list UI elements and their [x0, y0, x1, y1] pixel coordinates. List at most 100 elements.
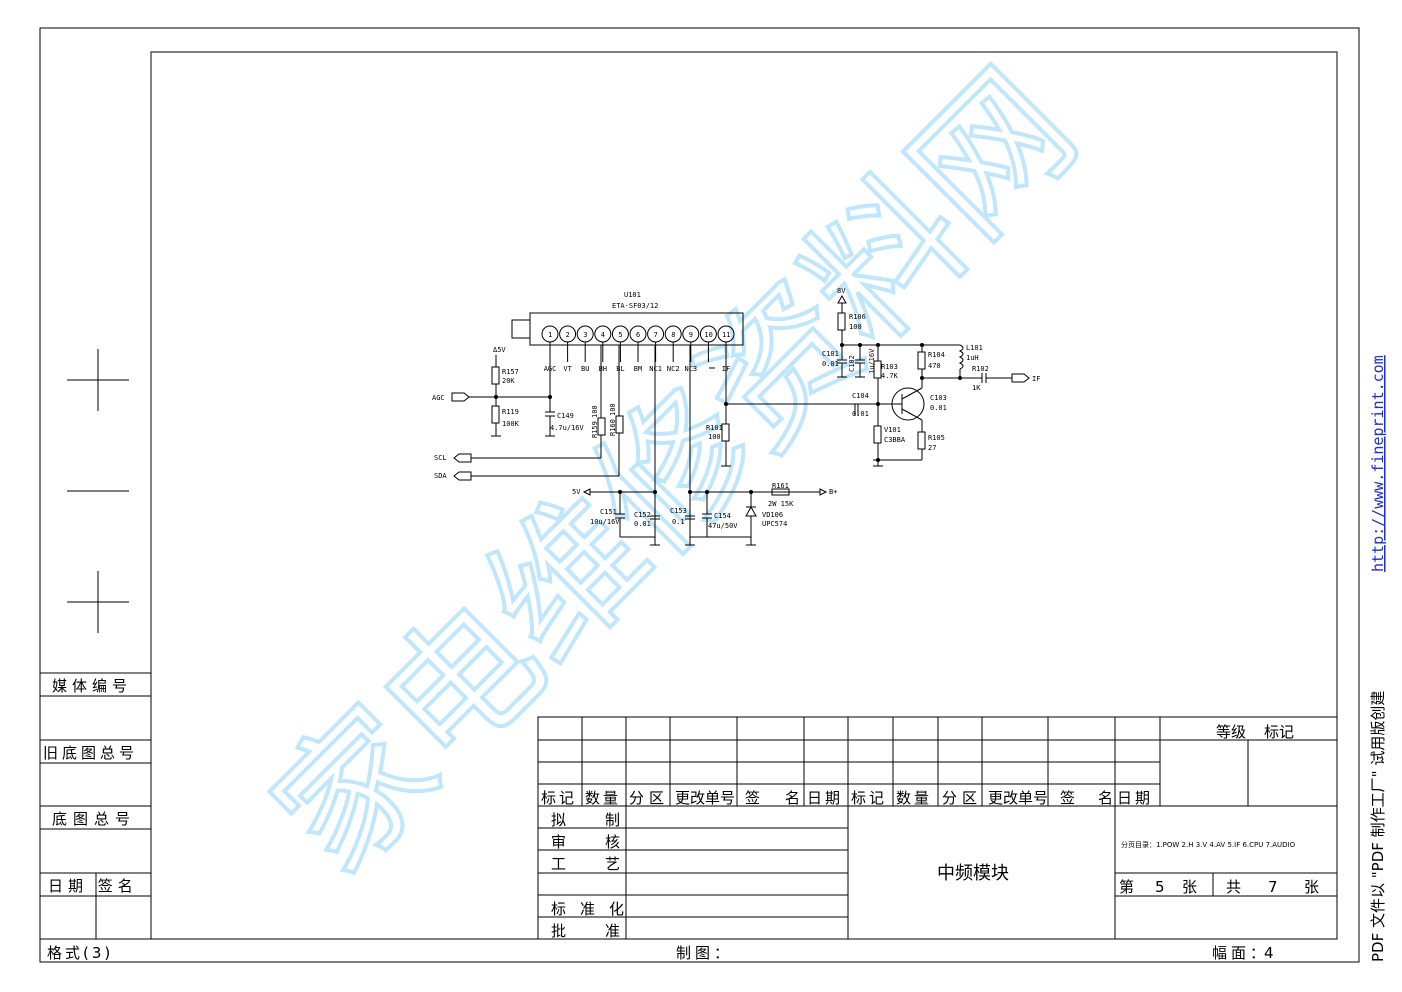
r119-ref: R119 [502, 408, 519, 416]
role-draft-1: 拟 [551, 811, 566, 829]
rev-hdr-14: 日期 [1117, 789, 1153, 807]
u101-pin-name: BL [616, 365, 624, 373]
u101-pin-number: 9 [689, 331, 693, 339]
old-base-no-label: 旧底图总号 [43, 744, 138, 762]
rev-hdr-10: 分区 [942, 789, 982, 807]
u101-pin-name: NC3 [685, 365, 698, 373]
total-unit: 张 [1304, 878, 1319, 896]
title-block [537, 716, 1338, 940]
c149-ref: C149 [557, 412, 574, 420]
v101-ref: C103 [930, 394, 947, 402]
agc-port-label: AGC [432, 394, 445, 402]
c102-val: 1u/16V [868, 348, 876, 374]
u101-pin-name: BU [581, 365, 589, 373]
r161-val: 2W 15K [768, 500, 794, 508]
c152-ref: C152 [634, 511, 651, 519]
base-no-label: 底图总号 [52, 810, 136, 828]
rev-hdr-2: 数量 [585, 789, 621, 807]
r160-val: 100 [609, 403, 617, 416]
r103-ref: R103 [881, 363, 898, 371]
c151-val: 10u/16V [590, 518, 620, 526]
c103-ref: C104 [852, 392, 869, 400]
fineprint-link[interactable]: http://www.fineprint.com [1369, 355, 1387, 572]
rev-hdr-1: 标记 [541, 789, 577, 807]
v8-label: 8V [837, 287, 846, 295]
role-std-2: 准 [580, 900, 595, 918]
r157-val: 20K [502, 377, 515, 385]
u101-pin-number: 7 [654, 331, 658, 339]
c102-ref: C102 [848, 355, 856, 372]
c103-val: 0.01 [852, 410, 869, 418]
sheet-size-label: 幅面： [1212, 944, 1269, 962]
drawing-title: 中频模块 [937, 863, 1009, 884]
sheet-size-value: 4 [1264, 944, 1274, 962]
vd106-val: UPC574 [762, 520, 787, 528]
r101-ref: R101 [706, 424, 723, 432]
u101-pin-number: 10 [704, 331, 712, 339]
rev-hdr-11: 更改单号 [988, 789, 1048, 807]
mark-label: 标记 [1264, 723, 1294, 741]
u101-pin-name: NC2 [667, 365, 680, 373]
u101-pin-number: 6 [636, 331, 640, 339]
media-no-label: 媒体编号 [52, 677, 132, 695]
u101-ref: U101 [624, 291, 641, 299]
role-std-3: 化 [609, 900, 624, 918]
pdf-note: PDF 文件以 "PDF 制作工厂" 试用版创建 [1369, 691, 1387, 962]
r104-val: 470 [928, 362, 941, 370]
r157-ref: R157 [502, 368, 519, 376]
role-process-1: 工 [551, 855, 566, 873]
c154-val: 47u/50V [708, 522, 738, 530]
u101-pin-number: 8 [671, 331, 675, 339]
u101-pin-number: 3 [583, 331, 587, 339]
total-label: 共 [1226, 878, 1241, 896]
r160-ref: R160 [609, 419, 617, 436]
c149-val: 4.7u/16V [550, 424, 585, 432]
role-approve-1: 批 [551, 922, 566, 940]
r105-val: 27 [928, 444, 936, 452]
sheet-index: 分页目录：1.POW 2.H 3.V 4.AV 5.IF 6.CPU 7.AUD… [1121, 840, 1296, 849]
c152-val: 0.01 [634, 520, 651, 528]
role-review-2: 核 [605, 833, 620, 851]
rev-hdr-7: 日期 [807, 789, 843, 807]
rev-hdr-12: 签 [1060, 789, 1075, 807]
rev-hdr-3: 分区 [629, 789, 669, 807]
u101-pin-number: 1 [548, 331, 552, 339]
registration-marks [67, 349, 129, 633]
c101-val: 0.01 [822, 360, 839, 368]
role-std-1: 标 [551, 900, 566, 918]
c153-ref: C153 [670, 507, 687, 515]
rev-hdr-9: 数量 [896, 789, 932, 807]
c104-ref: R102 [972, 365, 989, 373]
format-label: 格式(3) [47, 944, 113, 962]
if-out-port-label: IF [1032, 375, 1040, 383]
title-block-text: 等级 标记 标记 数量 分区 更改单号 签 名 日期 标记 数量 分区 更改单号… [541, 723, 1319, 940]
grade-label: 等级 [1216, 723, 1246, 741]
v101-val: 0.01 [930, 404, 947, 412]
c151-ref: C151 [600, 508, 617, 516]
rev-hdr-5: 签 [745, 789, 760, 807]
role-approve-2: 准 [605, 922, 620, 940]
vd106-ref: VD106 [762, 511, 783, 519]
u101-pin-number: 4 [601, 331, 605, 339]
bplus-label: B+ [829, 488, 837, 496]
total-value: 7 [1268, 878, 1278, 896]
u101-pin-name: BH [599, 365, 607, 373]
role-review-1: 审 [551, 833, 566, 851]
c101-ref: C101 [822, 350, 839, 358]
rev-hdr-8: 标记 [851, 789, 887, 807]
v5-top-label: Δ5V [493, 346, 506, 354]
role-process-2: 艺 [605, 855, 620, 873]
r119-val: 100K [502, 420, 520, 428]
r161-ref: R161 [772, 482, 789, 490]
left-column: 媒体编号 旧底图总号 底图总号 日期 签名 格式(3) [40, 672, 151, 962]
u101-pin-number: 2 [566, 331, 570, 339]
date-sign-label: 日期 签名 [48, 877, 138, 895]
watermark: 家电维修资料网 [242, 40, 1108, 906]
u101-pin-number: 11 [722, 331, 730, 339]
u101-pin-number: 5 [618, 331, 622, 339]
c104-val: 1K [972, 384, 981, 392]
sheet-no-unit: 张 [1182, 878, 1197, 896]
drawn-by-label: 制图： [676, 944, 733, 962]
sheet-no-value: 5 [1155, 878, 1165, 896]
